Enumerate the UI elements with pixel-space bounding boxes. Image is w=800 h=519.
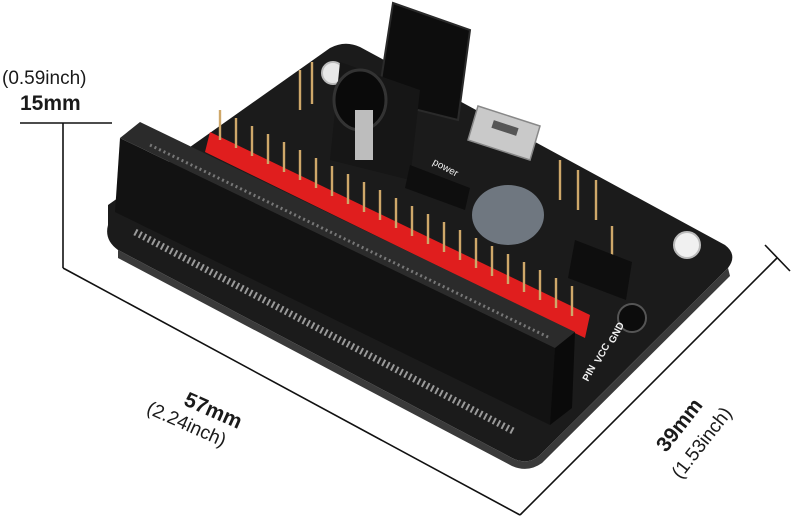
width-dimension-line (519, 244, 791, 516)
audio-jack (617, 303, 647, 333)
header-pins (218, 62, 614, 316)
micro-usb-port (467, 105, 541, 161)
mounting-hole-right (673, 231, 701, 259)
red-pin-header (205, 132, 590, 338)
height-dimension-line (20, 122, 521, 516)
edge-connector-slot (115, 122, 575, 425)
height-inch-label: (0.59inch) (2, 68, 87, 89)
edge-connector-pins (133, 228, 517, 436)
buzzer (472, 185, 544, 245)
signal-headers (405, 165, 632, 300)
dc-power-jack (330, 1, 472, 180)
height-mm-label: 15mm (20, 92, 81, 115)
